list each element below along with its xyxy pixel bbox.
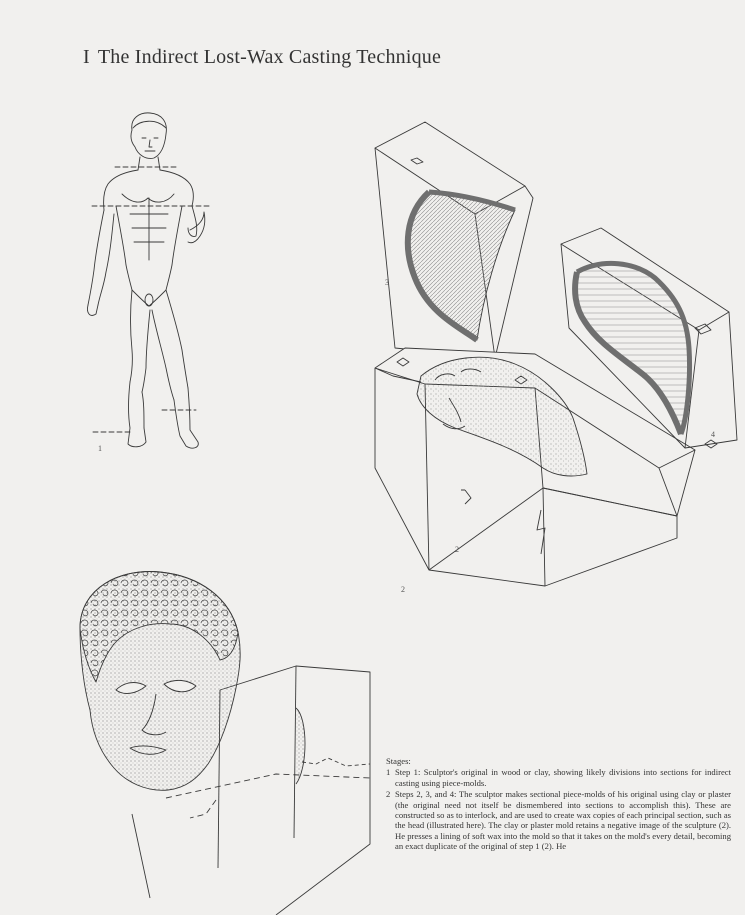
stage-item-2: 2 Steps 2, 3, and 4: The sculptor makes … [386,789,731,851]
figure-4-label: 4 [711,430,715,439]
stages-caption: Stages: 1 Step 1: Sculptor's original in… [386,756,731,853]
figure-3-label: 3 [385,278,389,287]
figure-2-label: 2 [455,545,459,554]
wax-head-in-mold-illustration [70,568,410,915]
stage-text: Steps 2, 3, and 4: The sculptor makes se… [395,789,731,851]
stage-text: Step 1: Sculptor's original in wood or c… [395,767,731,788]
stage-number: 1 [386,767,390,777]
stage-item-1: 1 Step 1: Sculptor's original in wood or… [386,767,731,788]
stage-number: 2 [386,789,390,799]
title-number: I [83,46,90,68]
statue-figure-illustration [70,110,230,460]
page-title: I The Indirect Lost-Wax Casting Technique [83,46,441,69]
stages-heading: Stages: [386,756,731,766]
figure-1-label: 1 [98,444,102,453]
title-text: The Indirect Lost-Wax Casting Technique [98,46,441,68]
piece-mold-boxes-illustration [365,118,745,588]
